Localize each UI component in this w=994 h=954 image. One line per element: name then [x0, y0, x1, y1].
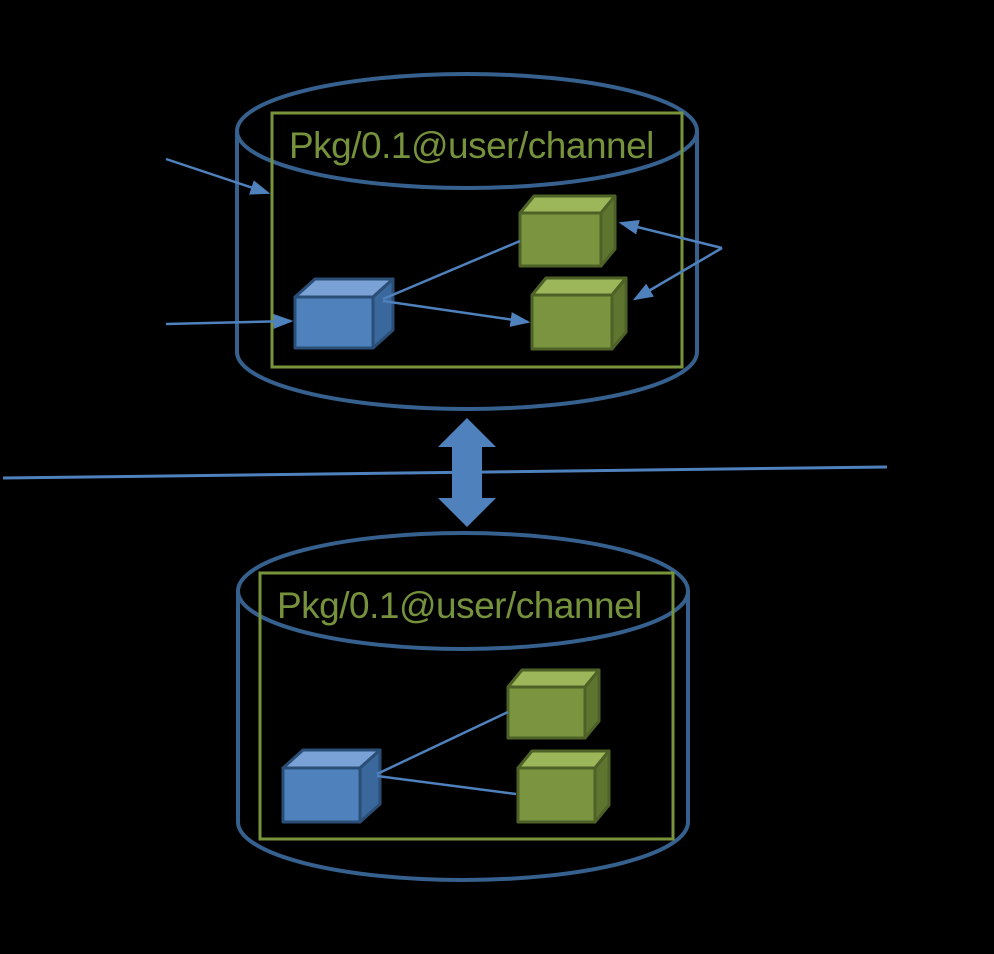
top-connectors [165, 157, 723, 329]
bottom-blue-cube [281, 748, 382, 824]
bottom-blue-cube-front-face [281, 766, 362, 824]
top-green-cube-lower [530, 276, 628, 351]
bottom-connectors [376, 710, 517, 796]
bottom-green-cube-upper-front-face [506, 685, 587, 740]
top-green-cube-lower-front-face [530, 293, 614, 351]
top-package-label: Pkg/0.1@user/channel [289, 125, 654, 166]
top-blue-cube-front-face [293, 295, 375, 350]
sync-double-arrow [438, 418, 496, 527]
top-green-cube-upper-top-face [518, 194, 617, 215]
top-blue-cube [293, 277, 395, 350]
right-arrow-to-lower-green [632, 246, 723, 301]
top-cylinder: Pkg/0.1@user/channel [235, 72, 699, 411]
link-blue-to-upper-green [382, 239, 521, 301]
top-green-cube-upper-front-face [518, 211, 603, 268]
top-green-cube-lower-top-face [530, 276, 628, 297]
bottom-green-cube-lower-front-face [516, 766, 597, 824]
bottom-package-label: Pkg/0.1@user/channel [277, 585, 642, 626]
top-cylinder-top-ellipse [235, 72, 699, 190]
top-green-cube-upper [518, 194, 617, 268]
arrow-blue-to-lower-green [382, 299, 531, 327]
incoming-arrow-to-frame [165, 157, 271, 195]
boundary-line [2, 465, 888, 480]
link-blue-to-upper-green-bottom [376, 710, 509, 776]
bottom-cylinder-bottom-arc [236, 821, 690, 882]
bottom-green-cube-lower [516, 749, 611, 824]
bottom-package-frame [258, 571, 675, 841]
top-cylinder-bottom-arc [235, 351, 699, 411]
bottom-cylinder-top-ellipse [236, 531, 690, 651]
link-blue-to-lower-green-bottom [376, 774, 517, 796]
incoming-arrow-to-blue-cube [165, 313, 294, 329]
right-arrow-to-upper-green [618, 219, 723, 250]
top-package-frame [270, 111, 684, 369]
bottom-green-cube-upper [506, 668, 601, 740]
bottom-cylinder: Pkg/0.1@user/channel [236, 531, 690, 882]
